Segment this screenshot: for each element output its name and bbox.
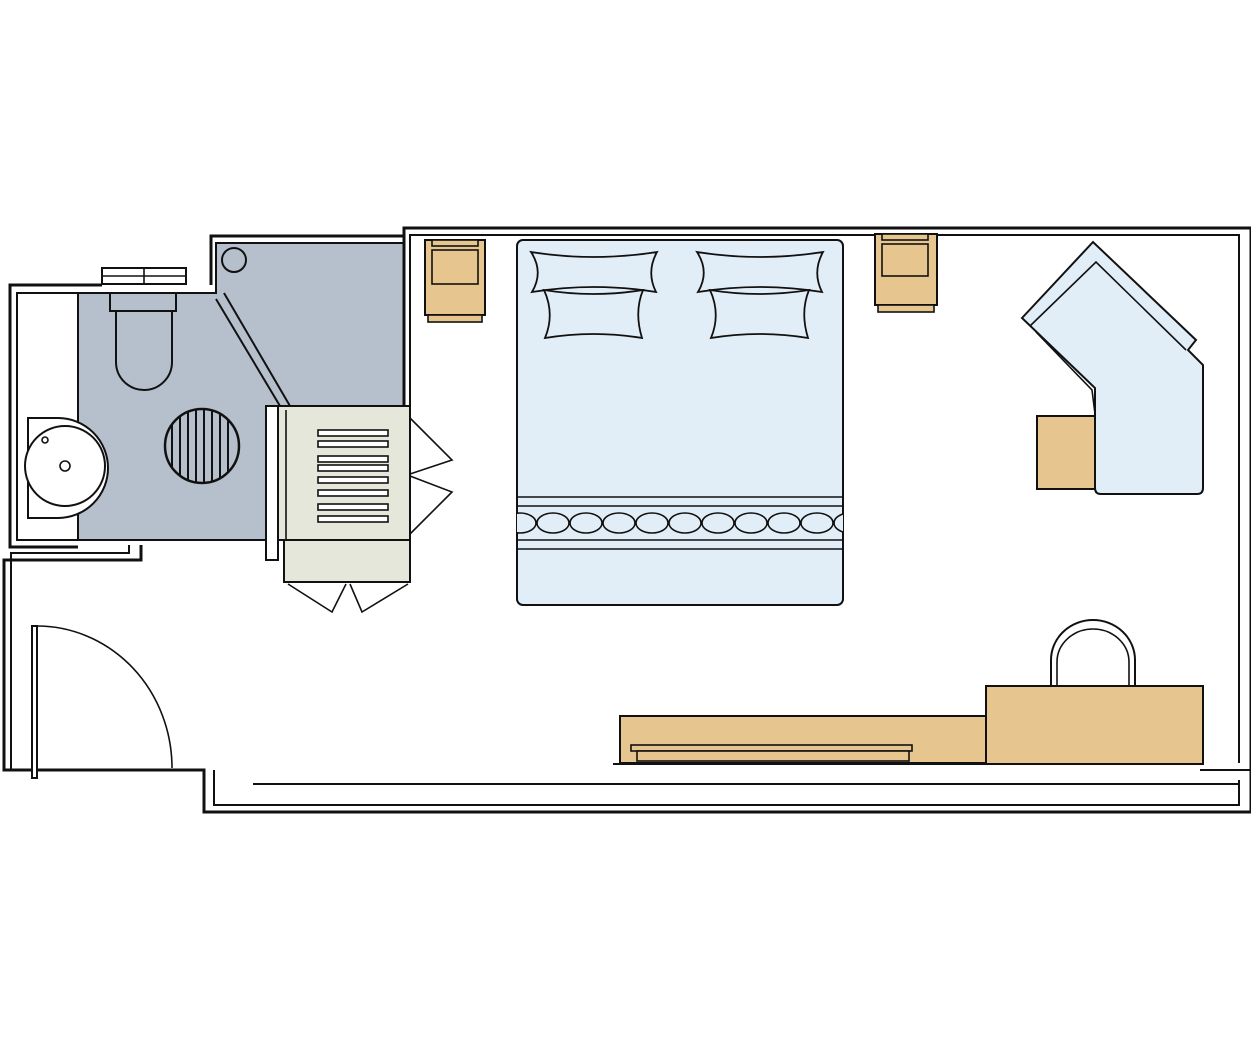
wardrobe-door-right	[349, 583, 409, 614]
desk-chair	[1050, 619, 1136, 686]
armchair-body	[1020, 240, 1204, 495]
bath-left-wall-inner	[16, 292, 78, 541]
bath-diagonal-wall-2	[215, 298, 281, 407]
wardrobe-base	[283, 539, 411, 583]
bath-partition	[265, 405, 279, 561]
bath-diagonal-wall	[223, 292, 291, 407]
bath-outer-wall	[209, 234, 404, 285]
bottom-wall-outer	[2, 545, 1251, 814]
armchair-seat	[1035, 331, 1096, 415]
bottom-wall-inner	[213, 770, 1240, 806]
side-table	[1036, 415, 1100, 490]
toilet	[109, 292, 177, 391]
pillow	[708, 288, 811, 340]
desk	[985, 685, 1204, 765]
toilet-bowl	[115, 310, 173, 391]
nightstand	[874, 233, 938, 313]
door-leaf	[31, 625, 38, 779]
bath-fixture-corner	[221, 247, 247, 273]
top-wall-inner	[409, 234, 1240, 763]
desk-bench	[613, 715, 1203, 765]
wardrobe	[277, 405, 454, 614]
bench-tray-lower	[636, 750, 910, 762]
chair-back-outer	[1050, 619, 1136, 686]
wardrobe-door-lower	[409, 475, 454, 535]
wardrobe-door-upper	[409, 417, 454, 475]
bench-tray	[630, 744, 913, 752]
sink-drain	[59, 460, 71, 472]
nightstand	[424, 239, 486, 323]
sink	[24, 417, 109, 519]
door-swing	[36, 625, 173, 769]
double-bed	[516, 239, 844, 606]
sink-tap	[41, 436, 49, 444]
pillow	[695, 250, 825, 294]
toilet-tank	[109, 292, 177, 312]
pillow	[529, 250, 659, 294]
pillow	[542, 288, 645, 340]
walls	[2, 226, 1251, 814]
top-wall	[402, 226, 1251, 406]
bath-left-wall	[8, 283, 102, 549]
chair-back-inner	[1056, 628, 1130, 686]
wardrobe-door-left	[287, 583, 347, 614]
armchair	[1020, 240, 1204, 495]
entry-door	[31, 625, 173, 779]
entry-wall-inner	[10, 545, 130, 770]
armchair-back	[1029, 260, 1187, 351]
